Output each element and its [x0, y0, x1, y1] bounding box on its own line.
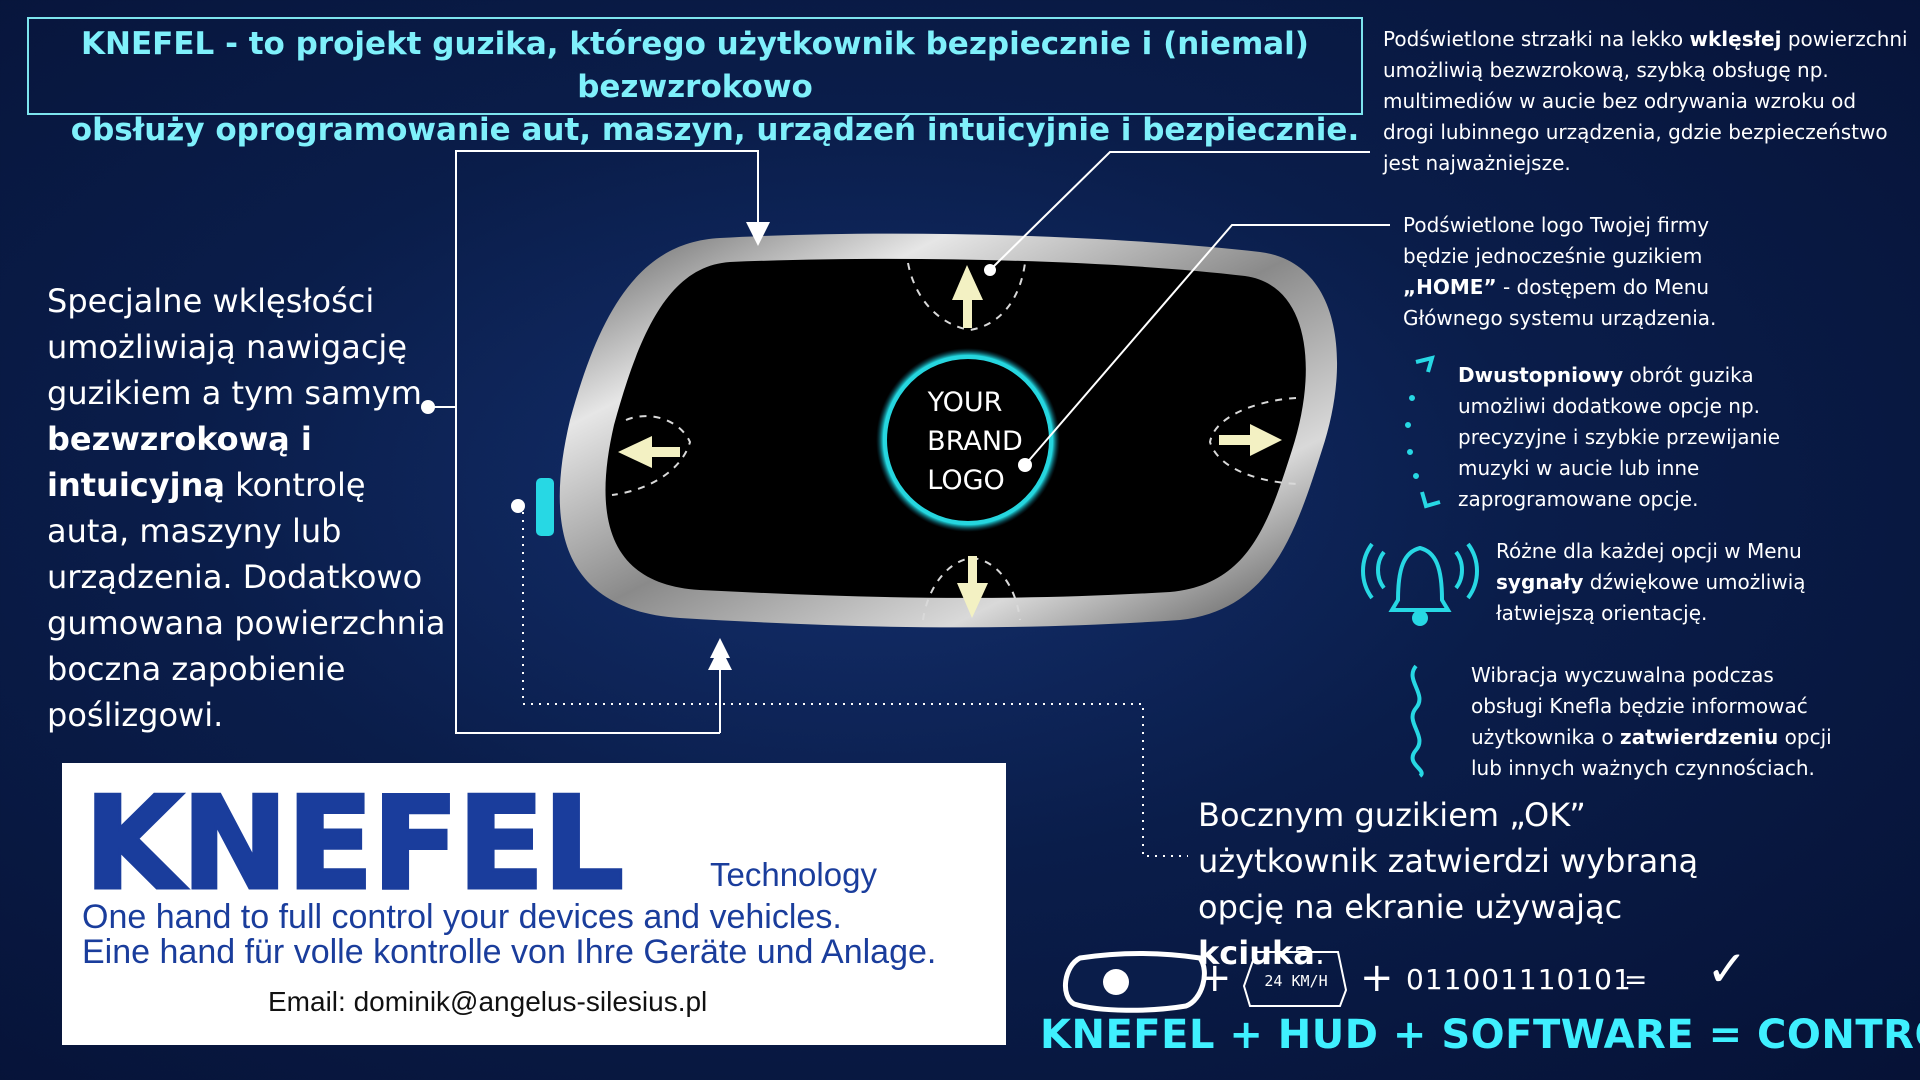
callout-dots [421, 264, 1032, 513]
description-text: Bocznym guzikiem „OK” użytkownik zatwier… [1198, 796, 1699, 926]
formula-knefel-icon [1062, 951, 1207, 1013]
logo-line-1: YOUR [927, 387, 1003, 418]
brand-panel: KNEFEL Technology One hand to full contr… [62, 763, 1006, 1045]
note-text: powierzchni umożliwią bezwzrokową, szybk… [1383, 27, 1908, 175]
note-bold: wklęsłej [1689, 27, 1782, 51]
note-text: Podświetlone logo Twojej firmy będzie je… [1403, 213, 1710, 268]
description-bold: bezwzrokową i intuicyjną [47, 420, 312, 504]
slogan-english: One hand to full control your devices an… [82, 898, 842, 936]
slogan-german: Eine hand für volle kontrolle von Ihre G… [82, 933, 937, 971]
arrow-left-icon [618, 436, 680, 468]
ok-callout-line [522, 512, 1188, 857]
description-text: kontrolę auta, maszyny lub urządzenia. D… [47, 466, 446, 734]
note-text: Różne dla każdej opcji w Menu [1496, 539, 1802, 563]
note-sound-signals: Różne dla każdej opcji w Menu sygnały dź… [1496, 536, 1826, 629]
arrow-down-icon [957, 556, 988, 618]
note-text: opcji lub innych ważnych czynnościach. [1471, 725, 1832, 780]
callout-lines [428, 150, 1390, 734]
vibration-icon [1410, 664, 1424, 778]
plus-sign: + [1360, 955, 1394, 1001]
note-bold: „HOME” [1403, 275, 1497, 299]
note-text: obrót guzika umożliwi dodatkowe opcje np… [1458, 363, 1780, 511]
note-bold: zatwierdzeniu [1619, 725, 1779, 749]
navigation-arrows [618, 265, 1282, 618]
header-line-1: KNEFEL - to projekt guzika, którego użyt… [81, 26, 1309, 105]
binary-software: 011001110101 [1406, 963, 1632, 996]
home-logo-button[interactable] [883, 355, 1053, 525]
hud-icon: 24 KM/H [1242, 951, 1348, 1007]
note-rotation: Dwustopniowy obrót guzika umożliwi dodat… [1458, 360, 1818, 515]
arrow-up-icon [952, 265, 983, 328]
note-concave-surface: Podświetlone strzałki na lekko wklęsłej … [1383, 24, 1913, 179]
knefel-wordmark: KNEFEL [82, 770, 625, 919]
note-home-logo: Podświetlone logo Twojej firmy będzie je… [1403, 210, 1733, 334]
checkmark-icon: ✓ [1706, 940, 1748, 998]
note-text: dźwiękowe umożliwią łatwiejszą orientacj… [1496, 570, 1806, 625]
header-line-2: obsłuży oprogramowanie aut, maszyn, urzą… [70, 112, 1360, 148]
description-text: Specjalne wklęsłości umożliwiają nawigac… [47, 282, 422, 412]
technology-label: Technology [710, 856, 877, 893]
note-bold: sygnały [1496, 570, 1584, 594]
note-text: - dostępem do Menu Głównego systemu urzą… [1403, 275, 1717, 330]
arrow-right-icon [1219, 424, 1282, 456]
side-ok-button[interactable] [536, 478, 554, 536]
logo-line-2: BRAND [927, 426, 1023, 457]
callout-arrowheads [708, 222, 770, 670]
formula-tagline: KNEFEL + HUD + SOFTWARE = CONTROLL [1040, 1012, 1920, 1058]
note-vibration: Wibracja wyczuwalna podczas obsługi Knef… [1471, 660, 1851, 784]
equals-sign: = [1624, 963, 1648, 996]
header-box: KNEFEL - to projekt guzika, którego użyt… [27, 17, 1363, 148]
note-bold: Dwustopniowy [1458, 363, 1624, 387]
contact-email[interactable]: Email: dominik@angelus-silesius.pl [268, 986, 708, 1017]
rotation-icon [1405, 355, 1441, 509]
note-text: Podświetlone strzałki na lekko [1383, 27, 1690, 51]
bell-icon [1361, 542, 1479, 626]
logo-line-3: LOGO [927, 465, 1005, 496]
plus-sign: + [1198, 955, 1232, 1001]
left-description: Specjalne wklęsłości umożliwiają nawigac… [47, 278, 447, 738]
note-text: Wibracja wyczuwalna podczas obsługi Knef… [1471, 663, 1808, 749]
hud-speed-text: 24 KM/H [1264, 972, 1327, 990]
